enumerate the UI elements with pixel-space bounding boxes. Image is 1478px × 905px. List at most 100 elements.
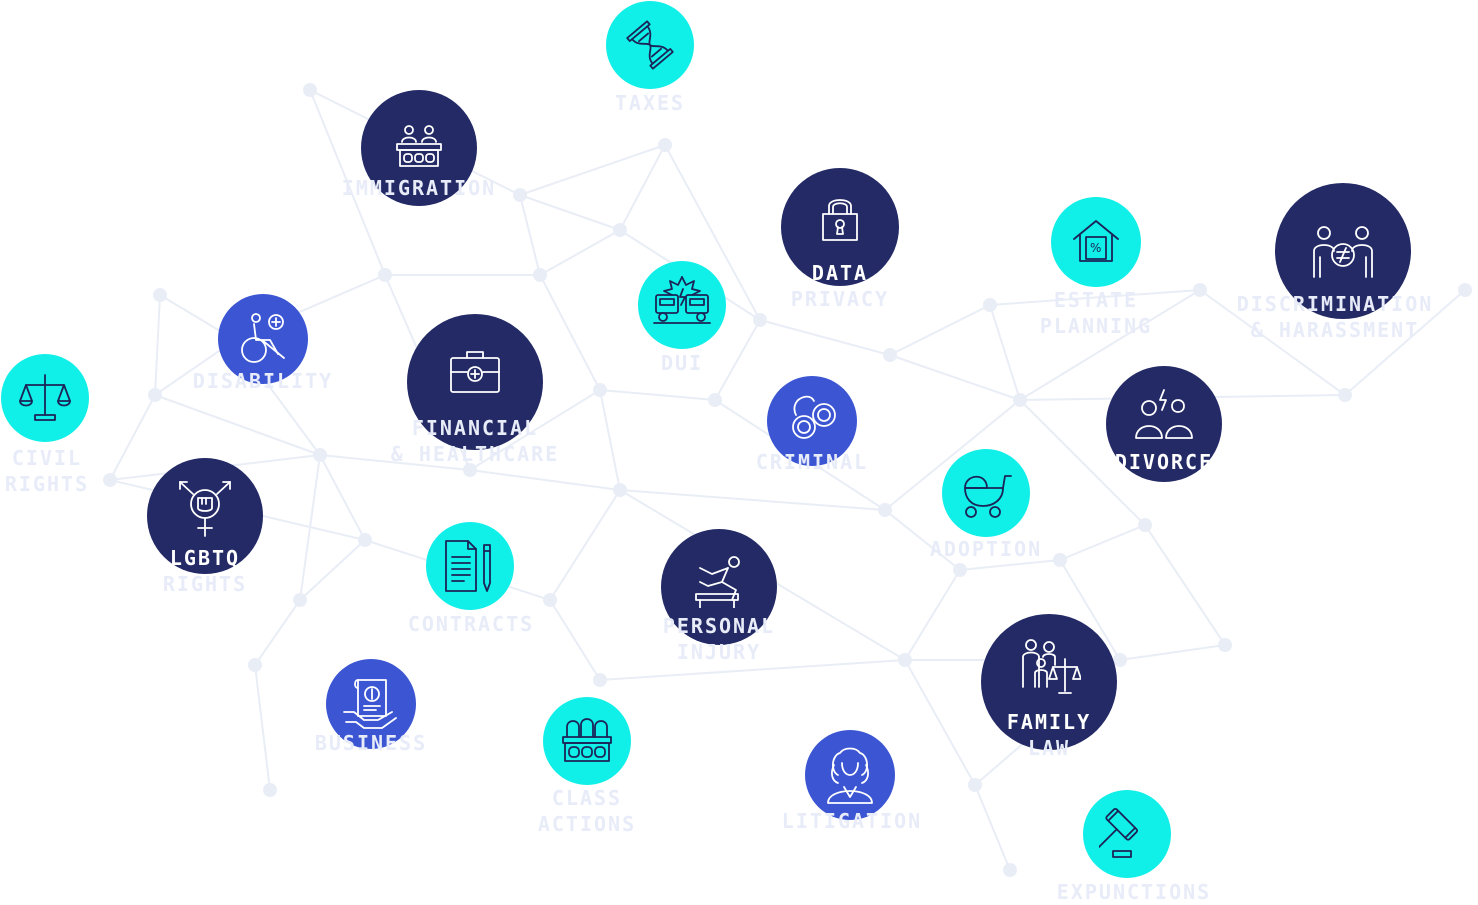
financial-node[interactable] <box>407 314 543 450</box>
network-link <box>309 89 386 276</box>
padlock-icon <box>822 199 858 241</box>
data-privacy-node[interactable] <box>781 168 899 286</box>
network-link <box>299 539 366 601</box>
document-pen-icon <box>445 540 491 592</box>
network-link <box>889 354 1021 401</box>
network-dot <box>753 313 767 327</box>
stroller-icon <box>964 475 1012 518</box>
network-link <box>599 389 716 401</box>
network-dot <box>248 658 262 672</box>
network-link <box>319 454 471 471</box>
network-dot <box>593 383 607 397</box>
network-link <box>1119 644 1226 661</box>
network-dot <box>358 533 372 547</box>
network-link <box>904 659 976 786</box>
network-dot <box>513 188 527 202</box>
network-dot <box>103 473 117 487</box>
hourglass-icon <box>626 20 674 70</box>
network-dot <box>878 503 892 517</box>
gavel-icon <box>1099 807 1139 858</box>
network-dot <box>378 268 392 282</box>
adoption-node[interactable] <box>942 449 1030 537</box>
divorce-node[interactable] <box>1106 366 1222 482</box>
not-equal-people-icon <box>1313 226 1373 278</box>
network-dot <box>1013 393 1027 407</box>
network-dot <box>883 348 897 362</box>
estate-planning-node[interactable]: % <box>1051 197 1141 287</box>
network-link <box>1019 399 1146 526</box>
network-dot <box>658 138 672 152</box>
network-dot <box>613 223 627 237</box>
network-link <box>1199 289 1346 396</box>
network-link <box>549 599 601 681</box>
network-dot <box>1193 283 1207 297</box>
falling-person-icon <box>695 556 740 608</box>
network-link <box>1059 559 1121 661</box>
network-dot <box>1113 653 1127 667</box>
network-link <box>884 509 961 571</box>
network-link <box>714 319 761 401</box>
network-link <box>884 399 1021 511</box>
network-dot <box>613 483 627 497</box>
network-link <box>539 274 601 391</box>
network-link <box>1019 289 1201 401</box>
network-dot <box>148 388 162 402</box>
family-law-node[interactable] <box>981 614 1117 750</box>
network-link <box>889 304 991 356</box>
network-link <box>599 389 621 491</box>
handcuffs-icon <box>792 395 836 439</box>
network-link <box>619 144 666 231</box>
network-dot <box>1458 283 1472 297</box>
network-dot <box>263 783 277 797</box>
class-actions-node[interactable] <box>543 697 631 785</box>
border-desk-icon <box>396 125 442 167</box>
network-dot <box>1338 388 1352 402</box>
network-link <box>519 144 666 196</box>
network-link <box>469 389 601 471</box>
jury-box-icon <box>562 718 612 762</box>
dui-node[interactable] <box>638 261 726 349</box>
network-link <box>989 289 1201 306</box>
criminal-node[interactable] <box>767 376 857 466</box>
scales-icon <box>19 374 71 421</box>
disability-node[interactable] <box>218 294 308 384</box>
litigation-node[interactable] <box>805 730 895 820</box>
civil-rights-node[interactable] <box>1 354 89 442</box>
family-scales-icon <box>1022 639 1081 694</box>
network-dot <box>983 298 997 312</box>
personal-injury-node[interactable] <box>661 529 777 645</box>
network-dot <box>593 673 607 687</box>
network-dot <box>543 593 557 607</box>
contracts-node[interactable] <box>426 522 514 610</box>
network-dot <box>463 463 477 477</box>
taxes-node[interactable] <box>606 1 694 89</box>
network-link <box>254 599 301 666</box>
network-link <box>1344 289 1466 396</box>
network-link <box>519 194 621 231</box>
network-link <box>319 454 366 541</box>
network-link <box>519 194 541 276</box>
network-link <box>1144 524 1226 646</box>
network-link <box>469 469 621 491</box>
immigration-node[interactable] <box>361 90 477 206</box>
expunctions-node[interactable] <box>1083 790 1171 878</box>
car-crash-icon <box>653 276 711 324</box>
network-dot <box>708 393 722 407</box>
network-dot <box>968 778 982 792</box>
network-dot <box>153 288 167 302</box>
network-link <box>959 559 1061 571</box>
business-node[interactable] <box>326 659 416 749</box>
lgbtq-node[interactable] <box>147 458 263 574</box>
network-link <box>974 784 1011 871</box>
network-dot <box>953 563 967 577</box>
network-link <box>989 304 1021 401</box>
network-dot <box>1003 863 1017 877</box>
network-dot <box>898 653 912 667</box>
network-link <box>154 294 161 396</box>
network-link <box>1059 524 1146 561</box>
network-link <box>539 229 621 276</box>
split-couple-icon <box>1135 389 1193 439</box>
network-dot <box>313 448 327 462</box>
discrimination-node[interactable] <box>1275 183 1411 319</box>
